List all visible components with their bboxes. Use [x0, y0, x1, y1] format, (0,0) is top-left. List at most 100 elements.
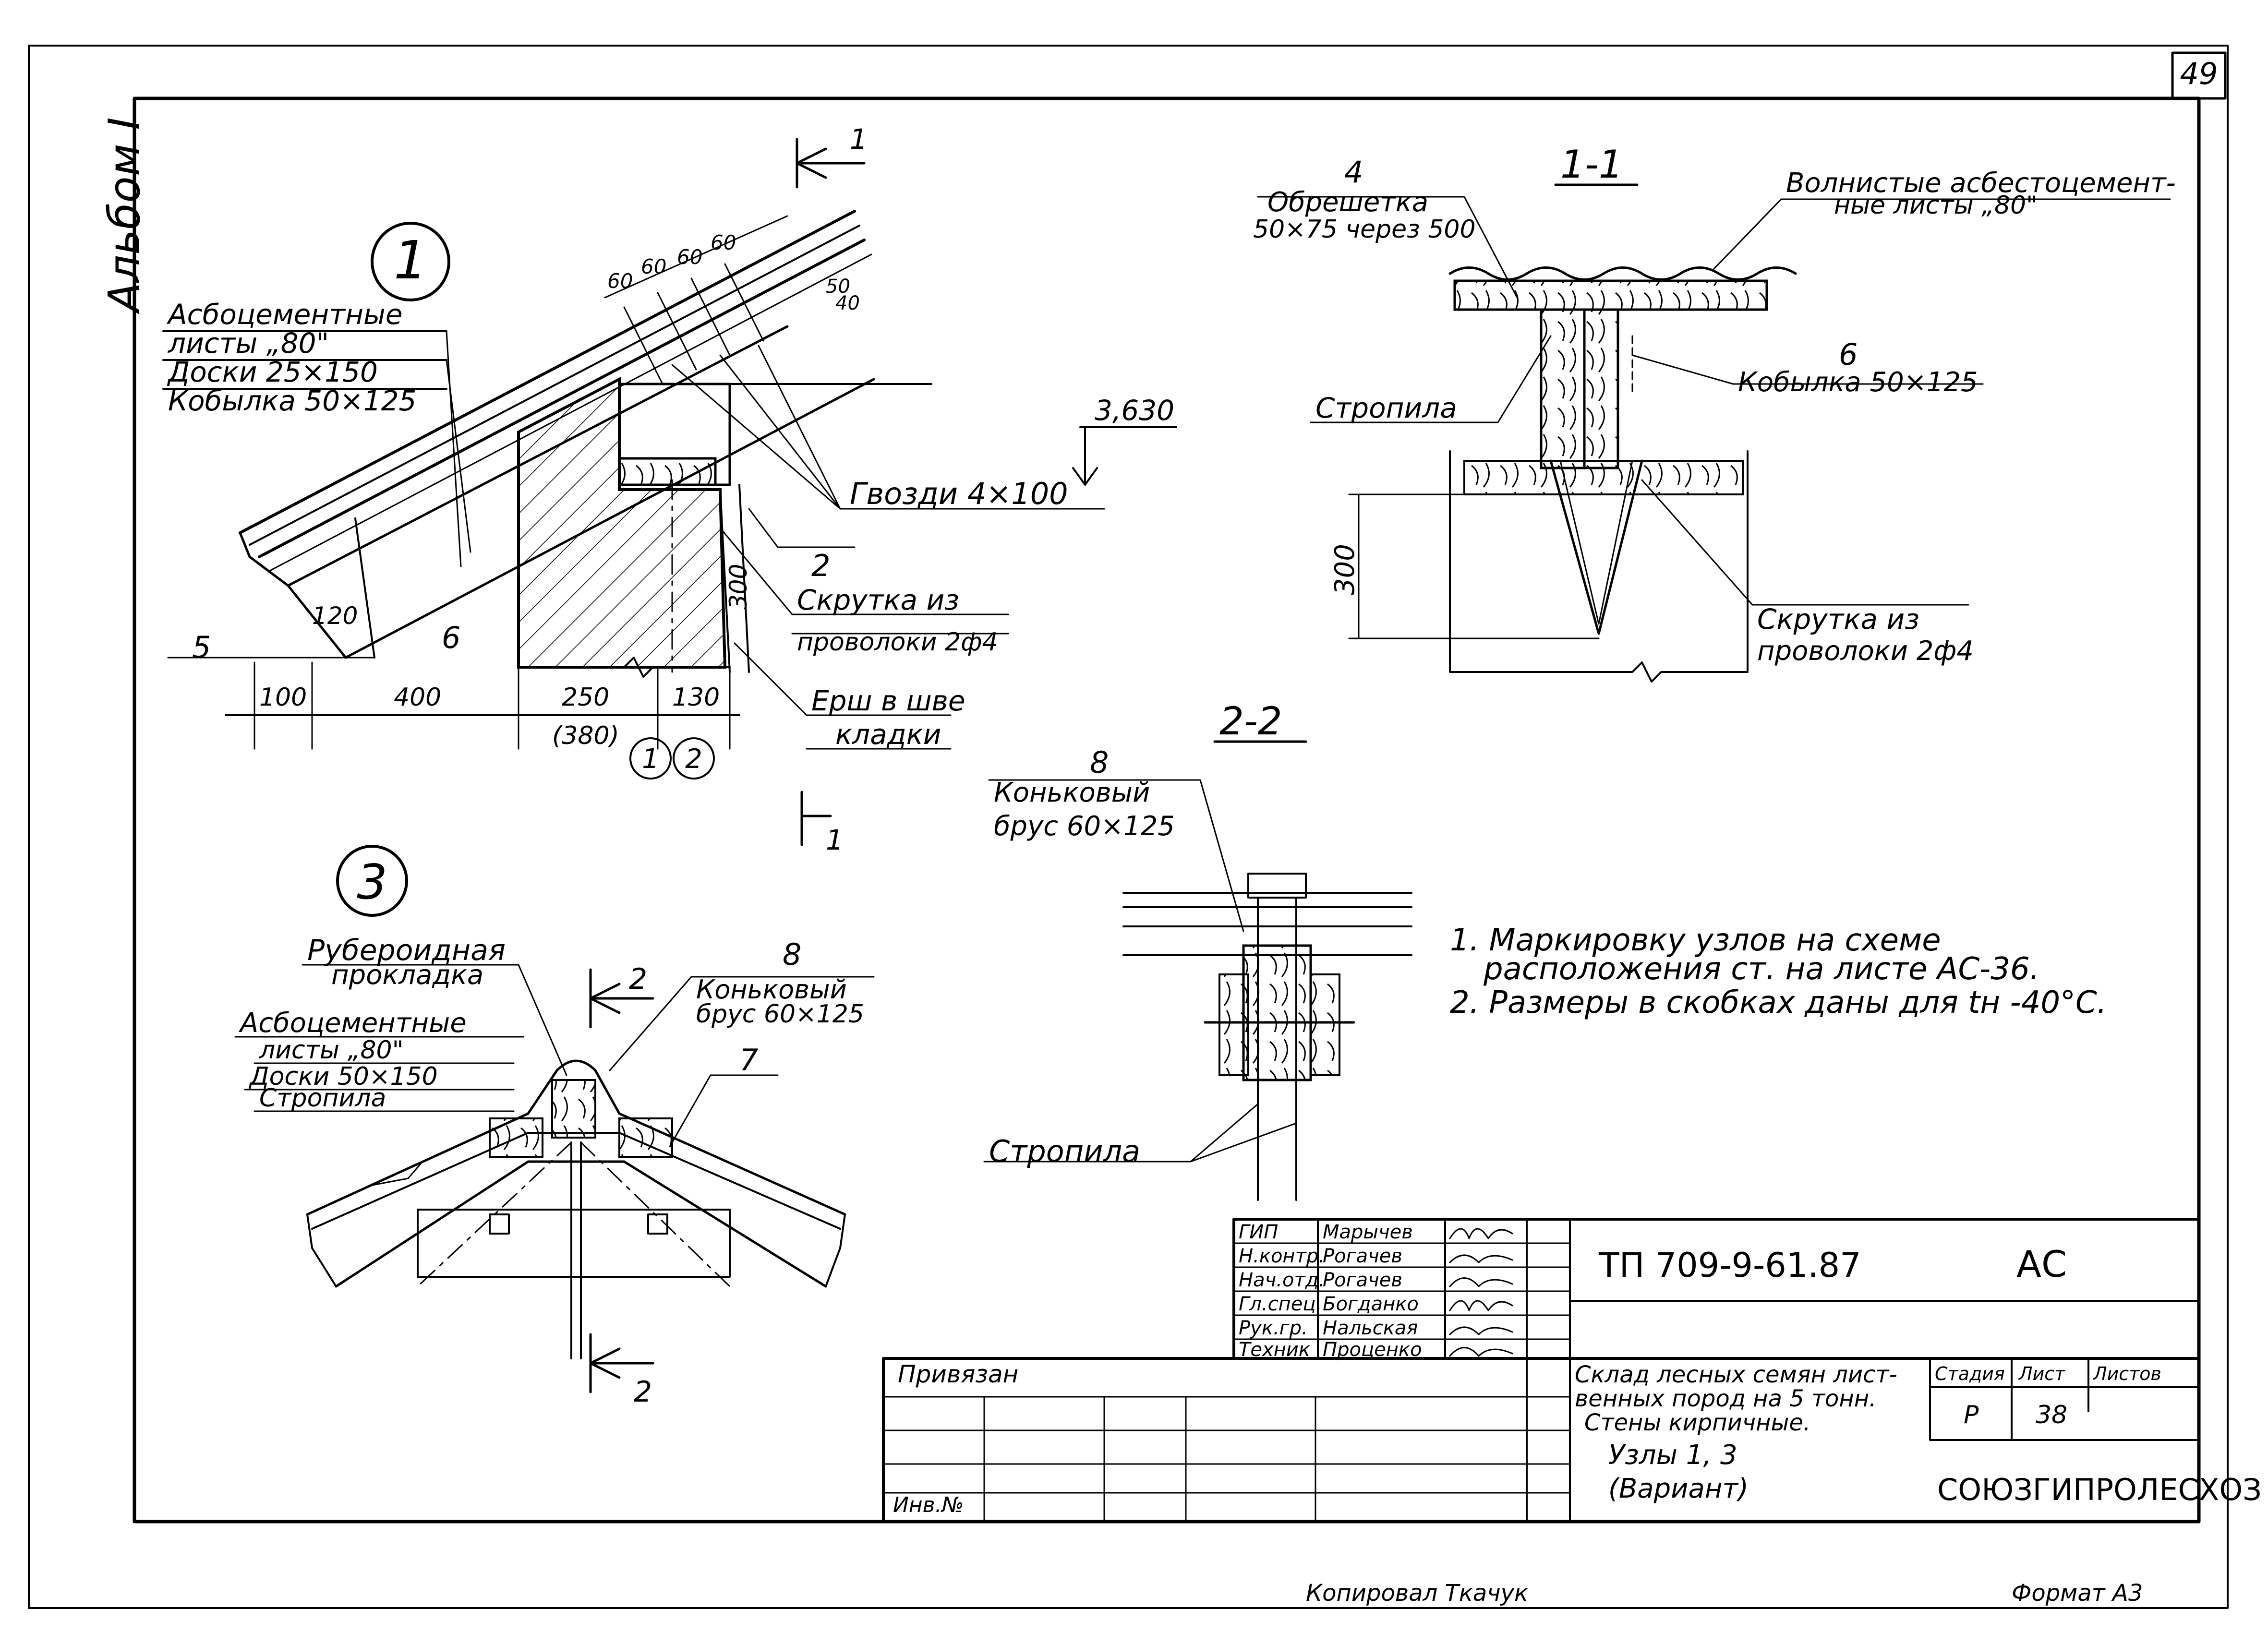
section-2-2-title: 2-2 — [1219, 699, 1282, 744]
cut-2-bottom: 2 — [634, 1375, 652, 1409]
s11-lathing2: 50×75 через 500 — [1253, 215, 1476, 244]
node-1-number: 1 — [394, 229, 427, 291]
tb-title-2: венных пород на 5 тонн. — [1575, 1385, 1876, 1412]
n1-tag-5: 5 — [192, 630, 211, 665]
tb-sheet-title-1: Узлы 1, 3 — [1608, 1440, 1737, 1471]
n1-level: 3,630 — [1095, 394, 1174, 427]
tb-title-3: Стены кирпичные. — [1584, 1409, 1810, 1436]
n1-tag-2: 2 — [811, 548, 830, 583]
n1-boards: Доски 25×150 — [167, 356, 378, 388]
n1-axis-2: 2 — [685, 744, 702, 775]
node-3-circle — [336, 845, 408, 917]
n3-sheets: листы „80" — [259, 1036, 404, 1065]
format-label: Формат А3 — [2012, 1580, 2143, 1607]
tb-name-2: Рогачев — [1323, 1269, 1402, 1291]
n1-dim-400: 400 — [394, 683, 441, 712]
n1-dim-40: 40 — [835, 292, 860, 314]
copied-by: Копировал Ткачук — [1306, 1580, 1528, 1607]
s22-ridge2: брус 60×125 — [994, 811, 1175, 842]
s11-n4: 4 — [1344, 155, 1363, 190]
s11-twist1: Скрутка из — [1757, 603, 1919, 636]
tb-sheet-no: 38 — [2036, 1401, 2067, 1429]
n1-ruff1: Ерш в шве — [811, 684, 965, 717]
n1-sheets: листы „80" — [168, 327, 329, 360]
n3-n8: 8 — [783, 937, 801, 972]
s11-wavy2: ные листы „80" — [1834, 191, 2038, 220]
n1-nails: Гвозди 4×100 — [850, 476, 1068, 511]
s11-dim-300: 300 — [1329, 544, 1361, 595]
cut-1-bottom: 1 — [826, 824, 844, 856]
tb-role-2: Нач.отд. — [1239, 1269, 1325, 1291]
tb-role-4: Рук.гр. — [1239, 1317, 1308, 1339]
n1-dim-380: (380) — [552, 721, 619, 750]
tb-col-stage: Стадия — [1935, 1363, 2005, 1384]
n1-dim-250: 250 — [562, 683, 609, 712]
tb-doc-mark: АС — [2016, 1243, 2067, 1285]
section-1-1: 1-1 4 Обрешетка 50×75 через 500 Волнисты… — [1253, 142, 2176, 683]
tb-title-1: Склад лесных семян лист- — [1575, 1361, 1897, 1388]
s22-n8: 8 — [1090, 745, 1109, 780]
n3-ridge1: Коньковый — [696, 974, 847, 1005]
tb-doc-code: ТП 709-9-61.87 — [1598, 1246, 1861, 1285]
tb-sheet-title-2: (Вариант) — [1608, 1473, 1749, 1504]
s11-kobylka: Кобылка 50×125 — [1738, 367, 1978, 398]
tb-col-sheet: Лист — [2018, 1363, 2066, 1384]
s11-n6: 6 — [1839, 337, 1858, 372]
tb-col-sheets: Листов — [2092, 1363, 2161, 1384]
page-number: 49 — [2180, 56, 2218, 91]
n1-dim-120: 120 — [312, 602, 358, 630]
cut-1-top: 1 — [850, 123, 868, 156]
tb-name-4: Нальская — [1323, 1317, 1418, 1339]
s11-rafters: Стропила — [1315, 392, 1457, 424]
note-1a: 1. Маркировку узлов на схеме — [1450, 923, 1941, 958]
tb-name-3: Богданко — [1323, 1293, 1419, 1315]
s11-wavy1: Волнистые асбестоцемент- — [1786, 168, 2176, 199]
album-label: Альбом I — [99, 117, 150, 314]
tb-name-0: Марычев — [1323, 1221, 1413, 1243]
n3-rafters: Стропила — [259, 1084, 386, 1113]
n1-dim-300: 300 — [724, 564, 752, 610]
n1-ruff2: кладки — [835, 718, 941, 751]
s22-ridge1: Коньковый — [994, 777, 1150, 808]
n1-dim-60d: 60 — [711, 231, 736, 254]
tb-bound: Привязан — [898, 1360, 1018, 1388]
tb-role-3: Гл.спец. — [1239, 1293, 1322, 1315]
n1-twist2: проволоки 2ф4 — [797, 628, 998, 657]
section-1-1-title: 1-1 — [1560, 142, 1623, 187]
tb-name-1: Рогачев — [1323, 1245, 1402, 1267]
n3-ruberoid1: Рубероидная — [307, 934, 506, 967]
n1-axis-1: 1 — [642, 744, 659, 775]
n3-asbestos: Асбоцементные — [239, 1008, 467, 1039]
n3-n7: 7 — [739, 1043, 758, 1078]
notes: 1. Маркировку узлов на схеме расположени… — [1450, 923, 2107, 1020]
tb-stage: Р — [1964, 1401, 1979, 1429]
s11-lathing1: Обрешетка — [1267, 187, 1428, 218]
tb-role-1: Н.контр. — [1239, 1245, 1325, 1267]
n1-dim-60b: 60 — [641, 255, 666, 278]
tb-role-0: ГИП — [1239, 1221, 1278, 1243]
node-3-detail: 3 Рубероидная прокладка Асбоцементные ли… — [234, 845, 875, 1409]
node-1-detail: 1 Асбоцементные листы „80" Доски 25×150 … — [162, 123, 1177, 856]
sheet-frame: 49 Альбом I Копировал Ткачук Формат А3 — [28, 45, 2229, 1609]
n1-twist1: Скрутка из — [797, 584, 959, 616]
section-2-2: 2-2 8 Коньковый брус 60×125 Стропила — [983, 699, 1412, 1201]
n1-dim-100: 100 — [259, 683, 307, 712]
signatures — [1449, 1228, 1513, 1357]
n1-dim-50: 50 — [826, 276, 850, 298]
node-3-number: 3 — [357, 854, 387, 910]
n1-dim-60a: 60 — [607, 269, 633, 293]
s22-rafters: Стропила — [989, 1134, 1140, 1169]
tb-name-5: Проценко — [1323, 1339, 1422, 1361]
n1-kobylka: Кобылка 50×125 — [168, 384, 416, 417]
title-block: ГИП Н.контр. Нач.отд. Гл.спец. Рук.гр. Т… — [882, 1218, 2262, 1523]
n1-dim-60c: 60 — [677, 245, 702, 269]
n3-ridge2: брус 60×125 — [696, 1000, 864, 1029]
note-1b: расположения ст. на листе АС-36. — [1483, 951, 2039, 987]
n1-tag-6: 6 — [442, 620, 460, 655]
tb-inv: Инв.№ — [893, 1493, 964, 1517]
tb-role-5: Техник — [1239, 1339, 1310, 1361]
n3-boards: Доски 50×150 — [249, 1062, 438, 1091]
note-2: 2. Размеры в скобках даны для tн -40°С. — [1450, 985, 2107, 1020]
node-1-circle — [371, 222, 450, 301]
